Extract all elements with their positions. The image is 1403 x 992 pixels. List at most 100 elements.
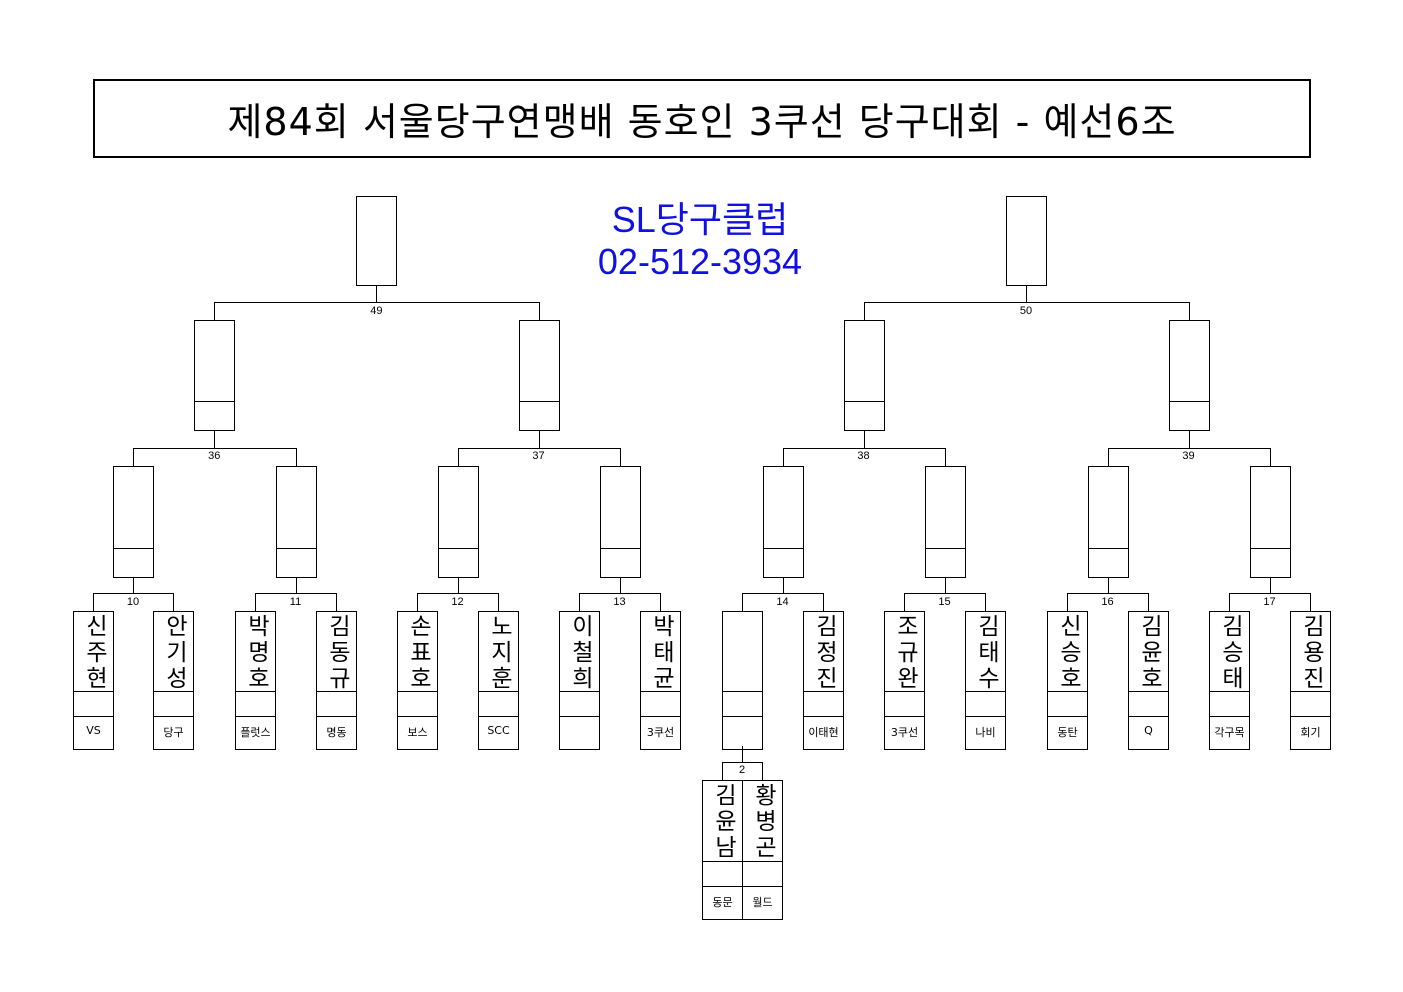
match-number: 38 — [857, 450, 870, 462]
match-number: 10 — [126, 596, 140, 608]
player-name: 김동규 — [324, 614, 350, 692]
connector-line — [742, 593, 823, 594]
match-number: 2 — [738, 764, 746, 776]
final-slot — [356, 196, 398, 286]
player-name: 이철희 — [567, 614, 593, 692]
connector-line — [1107, 448, 1270, 449]
player-club: 동문 — [712, 896, 733, 909]
connector-line — [133, 448, 296, 449]
connector-line — [457, 578, 459, 593]
connector-line — [823, 593, 824, 611]
divider — [398, 716, 437, 717]
divider — [154, 691, 193, 692]
player-club: 플럿스 — [240, 726, 271, 739]
connector-line — [660, 593, 661, 611]
divider — [317, 691, 356, 692]
player-name: 김윤호 — [1136, 614, 1162, 692]
player-box: 노지훈 SCC — [478, 611, 519, 750]
match-number: 16 — [1101, 596, 1114, 608]
divider — [641, 691, 680, 692]
connector-line — [985, 593, 986, 611]
connector-line — [579, 593, 580, 611]
player-box: 신주현 VS — [73, 611, 114, 750]
connector-line — [1310, 593, 1311, 611]
connector-line — [1067, 593, 1068, 611]
divider — [236, 716, 275, 717]
divider — [1210, 691, 1249, 692]
divider — [641, 716, 680, 717]
player-name: 신주현 — [81, 614, 107, 692]
divider — [479, 691, 518, 692]
connector-line — [722, 762, 762, 763]
divider — [703, 886, 742, 887]
connector-line — [376, 286, 378, 302]
connector-line — [498, 593, 499, 611]
connector-line — [762, 762, 763, 780]
player-name: 손표호 — [405, 614, 431, 692]
divider — [885, 716, 924, 717]
divider — [1048, 691, 1087, 692]
player-name: 박명호 — [243, 614, 269, 692]
divider — [925, 548, 965, 549]
divider — [236, 691, 275, 692]
match-number: 11 — [289, 596, 302, 608]
connector-line — [1229, 593, 1230, 611]
round3-slot — [194, 320, 236, 431]
connector-line — [722, 762, 723, 780]
sponsor-name: SL당구클럽 — [611, 199, 789, 240]
round3-slot — [843, 320, 885, 431]
divider — [743, 861, 782, 862]
round2-slot — [437, 466, 479, 578]
connector-line — [782, 578, 784, 593]
match-number: 12 — [451, 596, 464, 608]
divider — [966, 716, 1005, 717]
divider — [560, 691, 599, 692]
connector-line — [904, 593, 985, 594]
round2-slot — [113, 466, 154, 578]
connector-line — [619, 448, 621, 466]
divider — [398, 691, 437, 692]
player-name: 조규완 — [892, 614, 918, 692]
player-club: SCC — [487, 724, 510, 737]
divider — [1291, 716, 1330, 717]
match-number: 37 — [532, 450, 545, 462]
connector-line — [1188, 302, 1190, 320]
divider — [703, 861, 742, 862]
round2-slot — [762, 466, 804, 578]
player-club: VS — [86, 724, 101, 737]
player-club: 명동 — [326, 726, 347, 739]
round3-slot — [1168, 320, 1210, 431]
match-number: 14 — [776, 596, 789, 608]
player-name: 안기성 — [161, 614, 187, 692]
player-name: 박태균 — [648, 614, 674, 692]
player-club: Q — [1144, 724, 1153, 737]
divider — [479, 716, 518, 717]
sponsor-phone: 02-512-3934 — [597, 241, 803, 282]
connector-line — [173, 593, 174, 611]
player-club: 동탄 — [1057, 726, 1078, 739]
player-name: 황병곤 — [750, 783, 776, 861]
connector-line — [742, 746, 743, 762]
connector-line — [538, 302, 540, 320]
connector-line — [93, 593, 94, 611]
match-number: 39 — [1182, 450, 1195, 462]
player-name: 김윤남 — [710, 783, 736, 861]
connector-line — [295, 578, 297, 593]
round3-slot — [518, 320, 560, 431]
connector-line — [133, 578, 134, 593]
divider — [74, 716, 113, 717]
connector-line — [417, 593, 498, 594]
player-name: 김정진 — [811, 614, 837, 692]
divider — [74, 691, 113, 692]
connector-line — [863, 302, 1189, 303]
player-name: 노지훈 — [486, 614, 512, 692]
divider — [1129, 691, 1168, 692]
connector-line — [944, 578, 946, 593]
connector-line — [742, 593, 743, 611]
divider — [743, 886, 782, 887]
